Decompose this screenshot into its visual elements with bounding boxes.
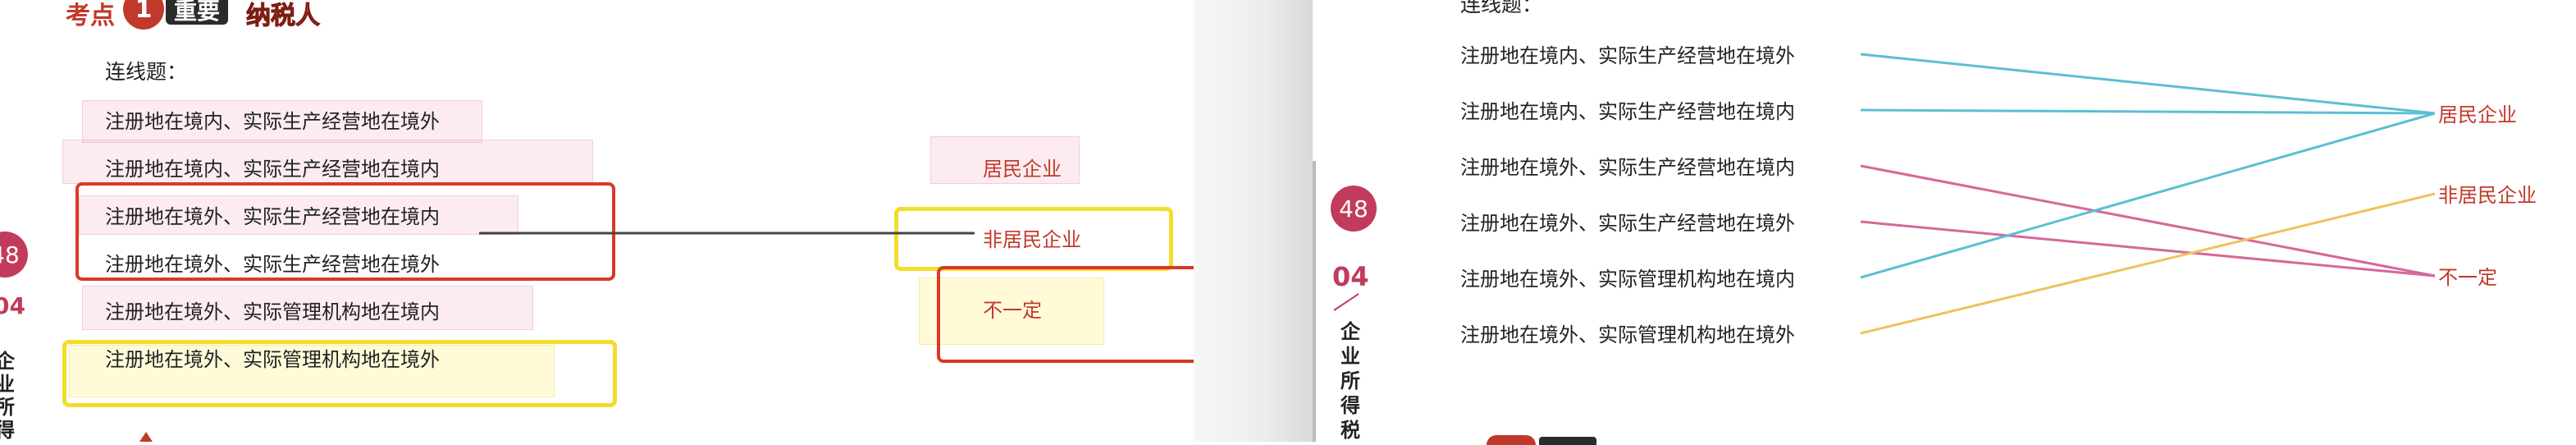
match-item-5[interactable]: 注册地在境外、实际管理机构地在境内 (105, 300, 440, 323)
option-uncertain[interactable]: 不一定 (983, 299, 1042, 322)
highlight (62, 140, 593, 184)
answer-line-5 (1860, 112, 2436, 279)
answer-line-2 (1860, 108, 2436, 115)
match-item-2[interactable]: 注册地在境内、实际生产经营地在境内 (105, 158, 440, 181)
annotation-yellow-box (62, 340, 617, 407)
answer-option-nonresident: 非居民企业 (2438, 184, 2537, 207)
answer-item-2: 注册地在境内、实际生产经营地在境内 (1460, 100, 1795, 123)
divider-slash-icon (1333, 293, 1359, 311)
chapter-number: 04 (0, 292, 25, 319)
next-section-badge (1487, 435, 1536, 445)
highlight (69, 345, 555, 397)
answer-line-3 (1860, 164, 2436, 278)
next-marker-icon (139, 432, 153, 442)
answer-item-4: 注册地在境外、实际生产经营地在境外 (1460, 212, 1795, 235)
answer-item-5: 注册地在境外、实际管理机构地在境内 (1460, 268, 1795, 291)
side-char-4: 得 (1341, 394, 1360, 417)
answer-item-1: 注册地在境内、实际生产经营地在境外 (1460, 44, 1795, 67)
answer-item-6: 注册地在境外、实际管理机构地在境外 (1460, 323, 1795, 346)
left-page: 考点 1 重要 纳税人 48 04 企 业 所 得 连线题： 注册地在境内、实际… (0, 0, 1244, 442)
side-char-1: 企 (0, 350, 15, 373)
highlight (82, 100, 482, 143)
match-item-1[interactable]: 注册地在境内、实际生产经营地在境外 (105, 110, 440, 133)
drawn-connector-layer (139, 232, 975, 442)
kaodian-label: 考点 (66, 2, 115, 30)
answer-line-6 (1860, 192, 2436, 335)
annotation-red-box (75, 182, 615, 281)
topic-title: 纳税人 (246, 2, 321, 31)
highlight (82, 286, 533, 330)
side-char-2: 业 (1341, 345, 1360, 368)
option-nonresident[interactable]: 非居民企业 (983, 228, 1081, 251)
page-edge (1313, 161, 1316, 442)
side-char-2: 业 (0, 373, 15, 396)
answer-option-resident: 居民企业 (2438, 103, 2517, 126)
answer-item-3: 注册地在境外、实际生产经营地在境内 (1460, 156, 1795, 179)
highlight (919, 278, 1104, 345)
side-char-5: 税 (1341, 419, 1360, 442)
next-section-tag (1539, 437, 1596, 445)
side-char-3: 所 (0, 396, 15, 419)
match-item-6[interactable]: 注册地在境外、实际管理机构地在境外 (105, 348, 440, 371)
answer-line-4 (1860, 220, 2436, 278)
highlight (79, 195, 518, 235)
page-number-badge: 48 (1331, 186, 1377, 232)
book-gutter (1194, 0, 1313, 442)
match-item-4[interactable]: 注册地在境外、实际生产经营地在境外 (105, 253, 440, 276)
answer-lines-layer (1860, 53, 2436, 335)
answer-line-1 (1860, 53, 2436, 115)
right-page: 连线题： 48 04 企 业 所 得 税 注册地在境内、实际生产经营地在境外 注… (1313, 0, 2576, 445)
side-char-1: 企 (1341, 320, 1360, 343)
side-char-4: 得 (0, 419, 15, 442)
instruction-text: 连线题： (1460, 0, 1543, 16)
side-char-3: 所 (1341, 369, 1360, 392)
highlight (930, 136, 1080, 184)
option-resident[interactable]: 居民企业 (983, 158, 1062, 181)
chapter-number: 04 (1332, 261, 1369, 292)
instruction-text: 连线题： (105, 60, 188, 84)
importance-tag: 重要 (166, 0, 229, 25)
match-item-3[interactable]: 注册地在境外、实际生产经营地在境内 (105, 205, 440, 228)
answer-option-uncertain: 不一定 (2438, 266, 2497, 289)
